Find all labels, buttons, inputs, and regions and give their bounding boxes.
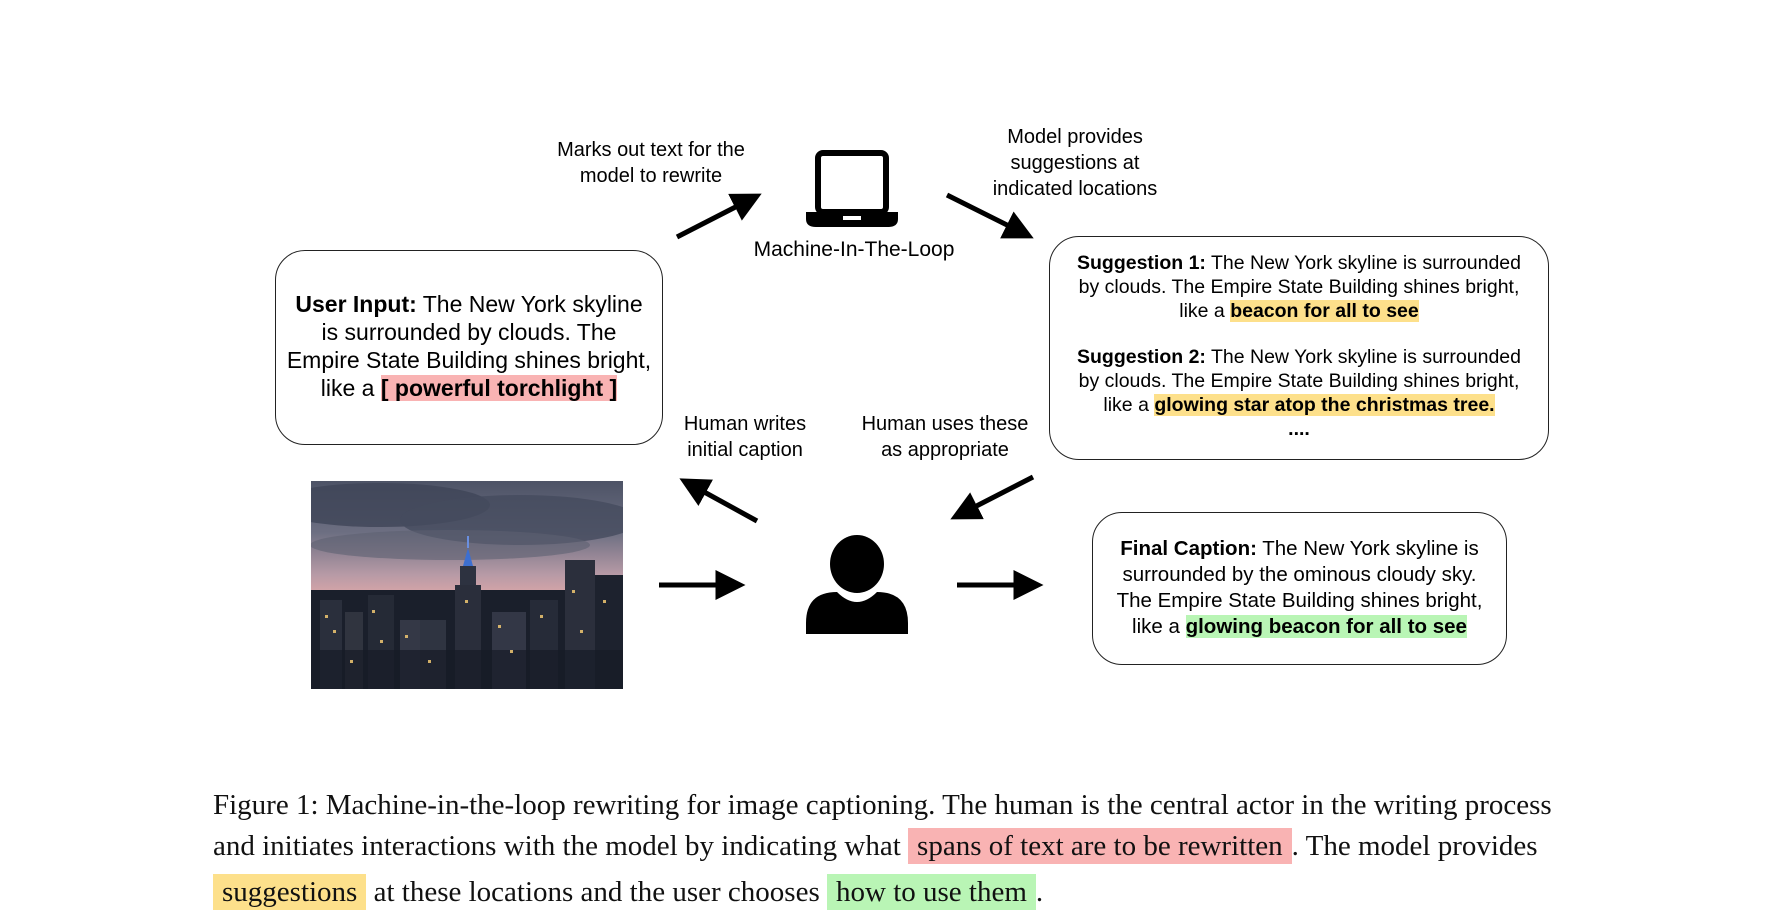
suggestion-1-highlight: beacon for all to see (1230, 300, 1419, 322)
final-caption-text: surrounded by the ominous cloudy sky. (1122, 563, 1477, 586)
writes-label-line: Human writes (683, 413, 807, 435)
writes-label: Human writes initial caption (660, 411, 830, 463)
user-input-text: Empire State Building shines bright, (286, 347, 652, 373)
caption-rewrite-highlight: spans of text are to be rewritten (908, 828, 1292, 864)
user-input-text: like a (320, 375, 381, 401)
final-caption-title: Final Caption: (1120, 537, 1257, 560)
model-label-line: suggestions at (1010, 152, 1140, 174)
suggestions-box: Suggestion 1: The New York skyline is su… (1049, 236, 1549, 460)
uses-label: Human uses these as appropriate (839, 411, 1051, 463)
figure-caption: Figure 1: Machine-in-the-loop rewriting … (213, 787, 1593, 915)
suggestion-1-text: like a (1179, 300, 1231, 322)
final-caption-text: The Empire State Building shines bright, (1116, 589, 1483, 612)
suggestion-2-title: Suggestion 2: (1077, 346, 1206, 368)
marks-label-line: model to rewrite (579, 165, 723, 187)
figure-caption-line: Figure 1: Machine-in-the-loop rewriting … (213, 789, 1552, 821)
arrow-human-uses (950, 474, 1035, 520)
final-caption-text: like a (1132, 615, 1186, 638)
figure-caption-text: at these locations and the user chooses (366, 876, 827, 908)
suggestion-1-text: by clouds. The Empire State Building shi… (1078, 276, 1520, 298)
user-input-box: User Input: The New York skyline is surr… (275, 250, 663, 445)
model-label-line: indicated locations (992, 178, 1158, 200)
model-label-line: Model provides (1007, 126, 1143, 148)
figure-caption-text: . (1035, 876, 1044, 908)
user-input-text: is surrounded by clouds. The (321, 319, 617, 345)
caption-usage-highlight: how to use them (827, 874, 1036, 910)
user-input-text: The New York skyline (416, 291, 643, 317)
laptop-icon (806, 150, 898, 227)
figure-caption-text: and initiates interactions with the mode… (213, 830, 901, 862)
suggestions-ellipsis: .... (1288, 418, 1310, 440)
uses-label-line: Human uses these (861, 413, 1029, 435)
user-input-title: User Input: (295, 291, 417, 317)
marks-label-line: Marks out text for the (557, 139, 745, 161)
suggestion-2-text: The New York skyline is surrounded (1205, 346, 1521, 368)
suggestion-2-text: like a (1103, 394, 1155, 416)
person-icon (806, 535, 908, 634)
figure-caption-line: and initiates interactions with the mode… (213, 823, 1593, 869)
caption-suggestions-highlight: suggestions (213, 874, 367, 910)
arrow-to-machine (675, 193, 762, 240)
writes-label-line: initial caption (687, 439, 803, 461)
laptop-label: Machine-In-The-Loop (753, 238, 955, 261)
marks-label: Marks out text for the model to rewrite (536, 137, 766, 189)
rewrite-span-highlight: [ powerful torchlight ] (380, 375, 618, 401)
uses-label-line: as appropriate (881, 439, 1009, 461)
suggestion-1-title: Suggestion 1: (1077, 252, 1206, 274)
city-skyline-photo (311, 481, 623, 689)
final-caption-text: The New York skyline is (1256, 537, 1479, 560)
suggestion-1-text: The New York skyline is surrounded (1205, 252, 1521, 274)
final-caption-box: Final Caption: The New York skyline is s… (1092, 512, 1507, 665)
arrow-to-suggestions (945, 192, 1034, 239)
final-caption-highlight: glowing beacon for all to see (1185, 615, 1467, 638)
model-label: Model provides suggestions at indicated … (960, 124, 1190, 202)
figure-caption-line: suggestions at these locations and the u… (213, 869, 1593, 915)
suggestion-2-highlight: glowing star atop the christmas tree. (1154, 394, 1495, 416)
suggestion-2-text: by clouds. The Empire State Building shi… (1078, 370, 1520, 392)
arrow-human-writes (679, 478, 759, 524)
figure-caption-text: . The model provides (1291, 830, 1538, 862)
